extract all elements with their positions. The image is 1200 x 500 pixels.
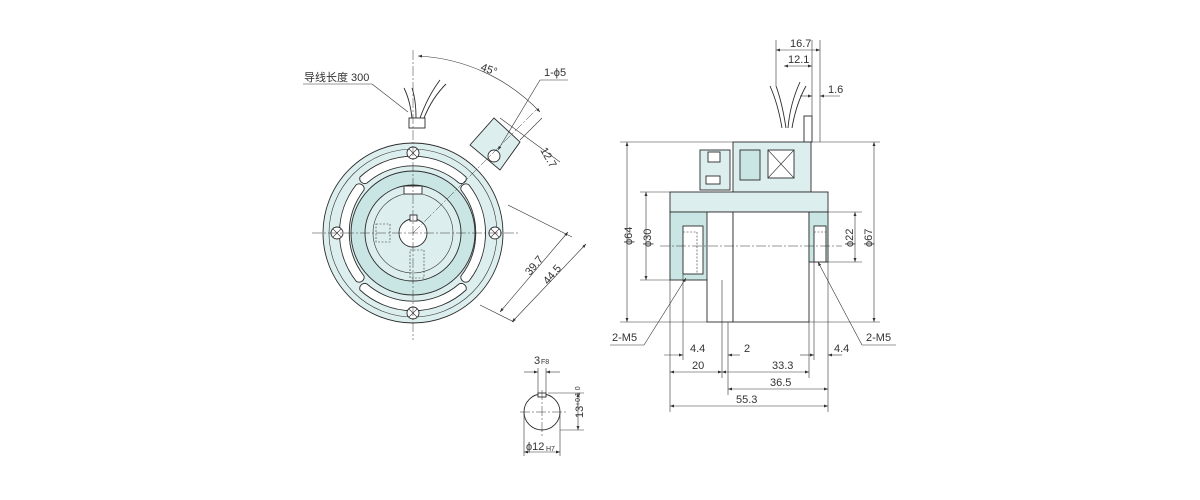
mounting-tab	[469, 117, 521, 171]
dim-4-4-right: 4.4	[834, 343, 849, 355]
svg-text:+0.1 0: +0.1 0	[575, 386, 582, 406]
dim-36-5: 36.5	[770, 377, 791, 389]
dim-55-3: 55.3	[736, 394, 757, 406]
keyway-height-label: 13	[574, 406, 586, 418]
side-view: 16.7 12.1 1.6 ϕ64 ϕ30 ϕ22 ϕ67 2-M5 2-M5	[610, 38, 896, 412]
dim-1-6: 1.6	[828, 84, 843, 96]
dim-44-5: 44.5	[541, 263, 564, 287]
svg-text:F8: F8	[541, 359, 549, 366]
brake-body-flange	[669, 191, 829, 213]
hole-label: 1-ϕ5	[544, 67, 566, 79]
dia-64: ϕ64	[623, 227, 635, 245]
keyway-bore-label: ϕ12	[526, 441, 544, 453]
dia-22: ϕ22	[844, 229, 856, 247]
dim-33-3: 33.3	[772, 360, 793, 372]
dim-12-1: 12.1	[788, 54, 809, 66]
dim-16-7: 16.7	[790, 38, 811, 50]
dia-30: ϕ30	[642, 229, 654, 247]
front-view: 45° 导线长度 300 1-ϕ5 12.7 39.7 44.5	[303, 50, 587, 340]
dim-39-7: 39.7	[523, 254, 546, 278]
lead-wires	[403, 79, 447, 129]
dim-2: 2	[744, 343, 750, 355]
keyway-width-label: 3	[534, 355, 540, 367]
dim-12-7: 12.7	[537, 146, 558, 171]
angle-label: 45°	[479, 62, 499, 79]
dim-20: 20	[692, 360, 704, 372]
tap-label-right: 2-M5	[866, 332, 891, 344]
svg-text:H7: H7	[546, 446, 555, 453]
tap-label-left: 2-M5	[612, 332, 637, 344]
dim-4-4-left: 4.4	[690, 343, 705, 355]
keyway-view: 3 F8 13 +0.1 0 ϕ12 H7	[520, 355, 586, 456]
dia-67: ϕ67	[863, 229, 875, 247]
lead-wire-label: 导线长度 300	[304, 70, 369, 84]
